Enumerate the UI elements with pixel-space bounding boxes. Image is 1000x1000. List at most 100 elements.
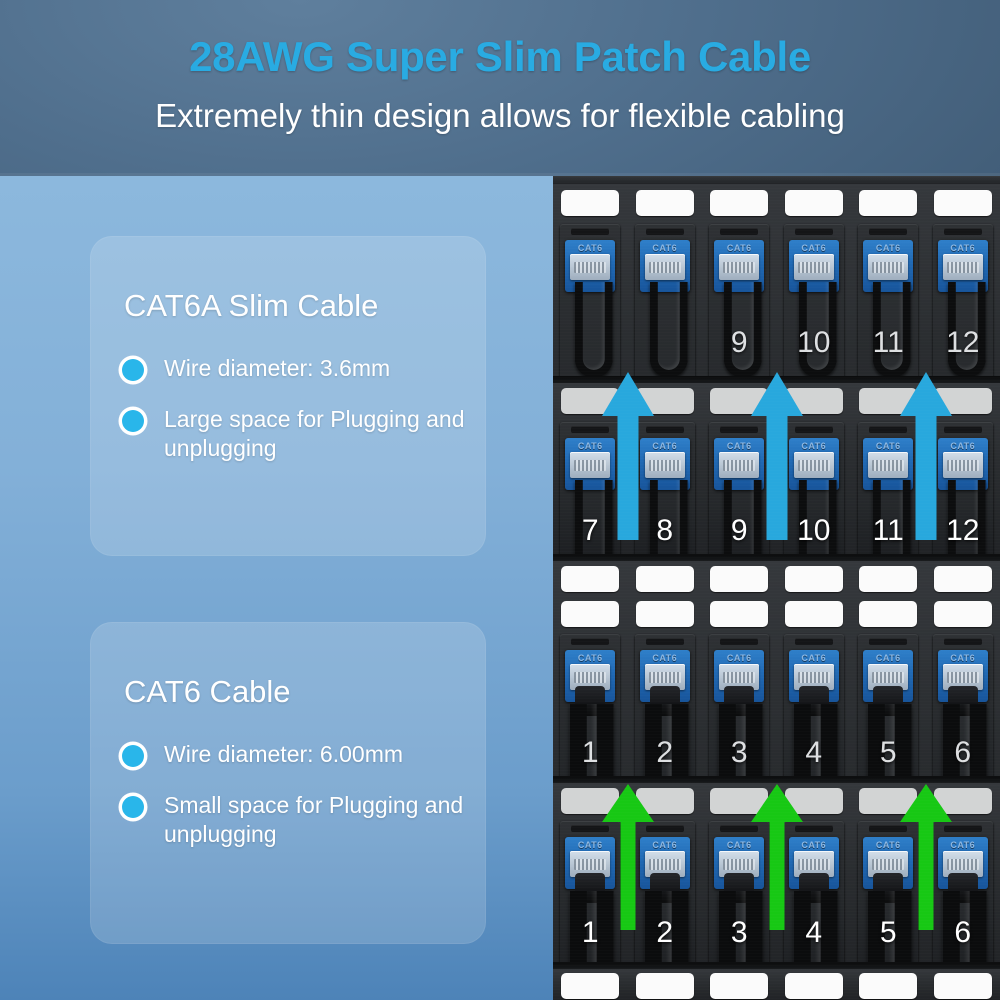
label-cell [702,566,777,596]
rj45-plug-label: CAT6 [577,840,603,850]
label-strip [859,601,918,627]
label-cell [851,601,926,631]
label-cell [553,973,628,1000]
arrow-head [601,784,654,822]
panel-band [553,176,1000,184]
port-clip-icon [720,228,759,235]
bullet-item: Large space for Plugging and unplugging [120,405,470,463]
rj45-plug-label: CAT6 [652,840,678,850]
label-cell [926,973,1000,1000]
patch-port[interactable]: CAT6 [553,821,628,1000]
port-label-strip-row [553,566,1000,596]
slim-patch-cable [798,282,837,378]
arrow-head [601,372,654,416]
bullet-dot-icon [122,410,144,432]
arrow-head [899,784,952,822]
port-number: 11 [872,514,904,547]
rj45-plug-body [942,664,983,690]
port-clip-icon [869,638,908,645]
bullet-label: Large space for Plugging and unplugging [164,406,465,461]
rj45-plug-body [942,851,983,877]
panel-divider [553,962,1000,969]
label-cell [702,973,777,1000]
port-number: 9 [730,514,748,547]
port-clip-icon [571,426,610,433]
header-banner: 28AWG Super Slim Patch Cable Extremely t… [0,0,1000,176]
patch-port[interactable]: CAT6 [777,422,852,576]
arrow-stem [620,820,635,930]
port-clip-icon [794,228,833,235]
rj45-plug-label: CAT6 [950,243,976,253]
rj45-plug: CAT6 [714,438,765,490]
label-cell [553,190,628,220]
bullet-label: Wire diameter: 6.00mm [164,741,404,767]
bullet-list-cat6: Wire diameter: 6.00mm Small space for Pl… [120,740,470,871]
port-clip-icon [645,638,684,645]
arrow-stem [617,414,638,540]
rj45-plug-label: CAT6 [577,441,603,451]
label-strip [710,566,769,592]
patch-port[interactable]: CAT6 [702,422,777,576]
page-subtitle: Extremely thin design allows for flexibl… [155,97,845,134]
arrow-stem [915,414,936,540]
port-number: 12 [946,326,980,359]
bullet-item: Wire diameter: 6.00mm [120,740,470,769]
label-strip [933,601,992,627]
rj45-plug-label: CAT6 [875,243,901,253]
page-title: 28AWG Super Slim Patch Cable [189,33,811,80]
port-clip-icon [571,228,610,235]
rj45-plug-label: CAT6 [652,243,678,253]
port-clip-icon [720,825,759,832]
port-number: 7 [581,514,599,547]
rj45-plug-label: CAT6 [875,441,901,451]
port-label-strip-row [553,973,1000,1000]
arrow-head [750,372,803,416]
rj45-plug: CAT6 [937,650,988,702]
label-cell [777,566,852,596]
label-strip [784,190,843,216]
port-number: 2 [656,736,674,769]
port-clip-icon [869,228,908,235]
label-strip [933,973,992,999]
port-number: 5 [879,736,897,769]
port-number: 10 [797,326,831,359]
rj45-plug-body [868,851,909,877]
label-cell [702,190,777,220]
label-strip [561,566,620,592]
direction-arrow-group [553,372,1000,548]
label-cell [702,601,777,631]
rj45-plug-body [719,452,760,478]
label-cell [777,190,852,220]
patch-port[interactable]: CAT6 [926,422,1000,576]
port-number: 11 [872,326,904,359]
port-number [553,326,628,364]
patch-port[interactable]: CAT6 [851,422,926,576]
rj45-plug-body [793,452,834,478]
label-cell [851,973,926,1000]
rj45-plug-label: CAT6 [726,441,752,451]
rj45-plug-label: CAT6 [875,840,901,850]
label-strip [561,190,620,216]
label-cell [628,973,703,1000]
rj45-plug-label: CAT6 [950,840,976,850]
arrow-head [899,372,952,416]
patch-port[interactable]: CAT6 [553,422,628,576]
label-cell [777,601,852,631]
rj45-plug-body [570,851,611,877]
label-strip [635,601,694,627]
direction-arrow-icon [601,784,654,940]
direction-arrow-group [553,784,1000,944]
label-strip [784,601,843,627]
rj45-plug-label: CAT6 [652,653,678,663]
port-clip-icon [571,638,610,645]
label-cell [628,601,703,631]
arrow-stem [918,820,933,930]
port-number: 3 [730,736,748,769]
direction-arrow-icon [899,372,952,544]
bullet-item: Wire diameter: 3.6mm [120,354,470,383]
label-strip [933,190,992,216]
rj45-plug-body [868,664,909,690]
rj45-plug-body [644,851,685,877]
